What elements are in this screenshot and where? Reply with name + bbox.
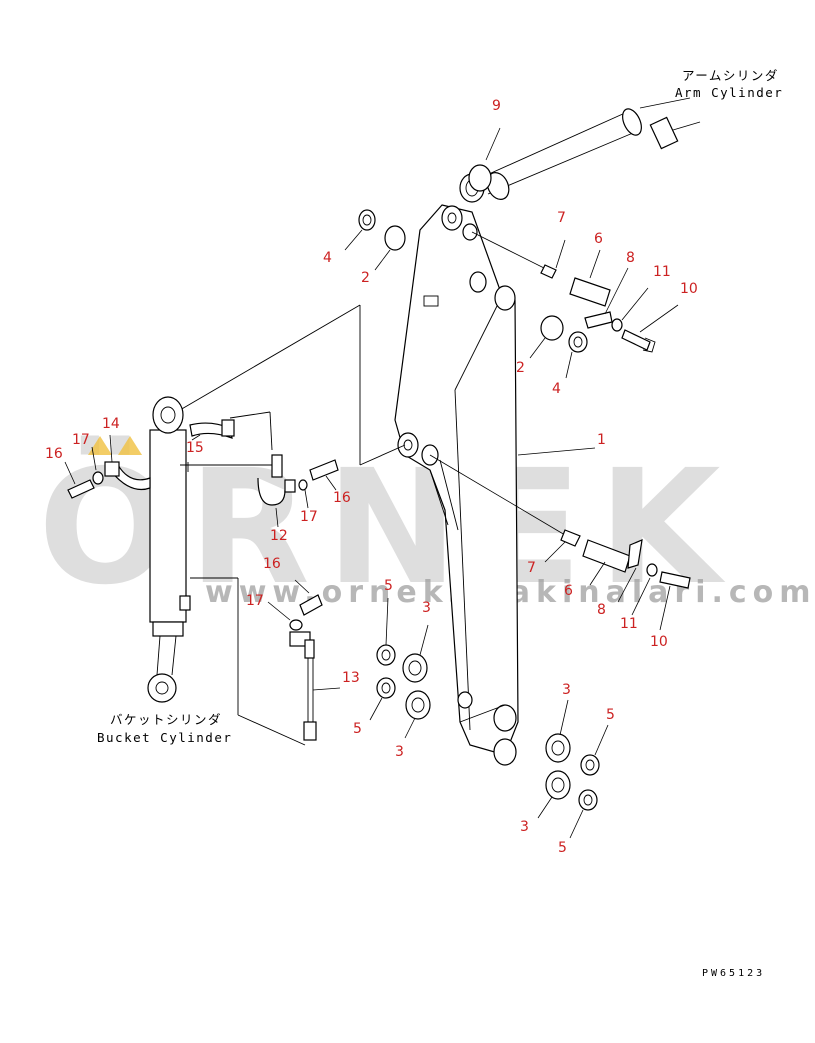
callout-3: 3 [422,600,431,616]
arm-body [394,204,519,766]
callout-9: 9 [492,98,501,114]
lower-pin-assembly [429,454,691,631]
callout-3: 3 [520,819,529,835]
part-2-bushing-upper [374,225,406,271]
hose-12-group [180,454,339,528]
callout-16: 16 [263,556,281,572]
callout-10: 10 [680,281,698,297]
left-bushings-seals [369,597,431,739]
callout-6: 6 [564,583,573,599]
callout-17: 17 [72,432,90,448]
callout-6: 6 [594,231,603,247]
upper-pin-assembly [471,231,679,353]
right-bushings-seals [537,699,609,839]
callout-16: 16 [333,490,351,506]
callout-12: 12 [270,528,288,544]
callout-2: 2 [361,270,370,286]
part-1-leader [517,447,596,456]
callout-11: 11 [620,616,638,632]
hose-13-group [190,577,341,746]
callout-7: 7 [527,560,536,576]
arm-cylinder-caption-en: Arm Cylinder [675,85,783,100]
callout-4: 4 [552,381,561,397]
watermark-accent-icon [88,436,112,455]
bucket-cylinder-caption-en: Bucket Cylinder [97,730,232,745]
callout-17: 17 [300,509,318,525]
callout-17: 17 [246,593,264,609]
callout-11: 11 [653,264,671,280]
callout-16: 16 [45,446,63,462]
callout-13: 13 [342,670,360,686]
captions: アームシリンダ Arm Cylinder バケットシリンダ Bucket Cyl… [97,68,783,745]
callout-15: 15 [186,440,204,456]
drawing-number: PW65123 [702,968,765,979]
callout-7: 7 [557,210,566,226]
callout-14: 14 [102,416,120,432]
part-4-seal-lower [565,331,588,379]
part-4-seal-upper [344,209,376,251]
part-9-washer [468,127,501,192]
callout-1: 1 [597,432,606,448]
callout-5: 5 [353,721,362,737]
callout-5: 5 [606,707,615,723]
callout-5: 5 [558,840,567,856]
clamp-15-group [189,411,273,451]
bucket-cylinder [147,304,406,703]
callout-3: 3 [395,744,404,760]
callout-5: 5 [384,578,393,594]
callout-8: 8 [626,250,635,266]
callout-8: 8 [597,602,606,618]
bucket-cylinder-caption-jp: バケットシリンダ [110,712,222,727]
callout-3: 3 [562,682,571,698]
callout-10: 10 [650,634,668,650]
clamp-14-group [64,434,151,499]
watermark-accent-icon [118,436,142,455]
callout-4: 4 [323,250,332,266]
part-2-bushing-lower [529,315,564,359]
callout-2: 2 [516,360,525,376]
callouts: 1 2 2 3 3 3 3 4 4 5 5 5 5 6 6 7 7 8 8 9 … [45,98,698,856]
arm-cylinder-caption-jp: アームシリンダ [682,68,779,83]
arm-cylinder [459,97,701,203]
